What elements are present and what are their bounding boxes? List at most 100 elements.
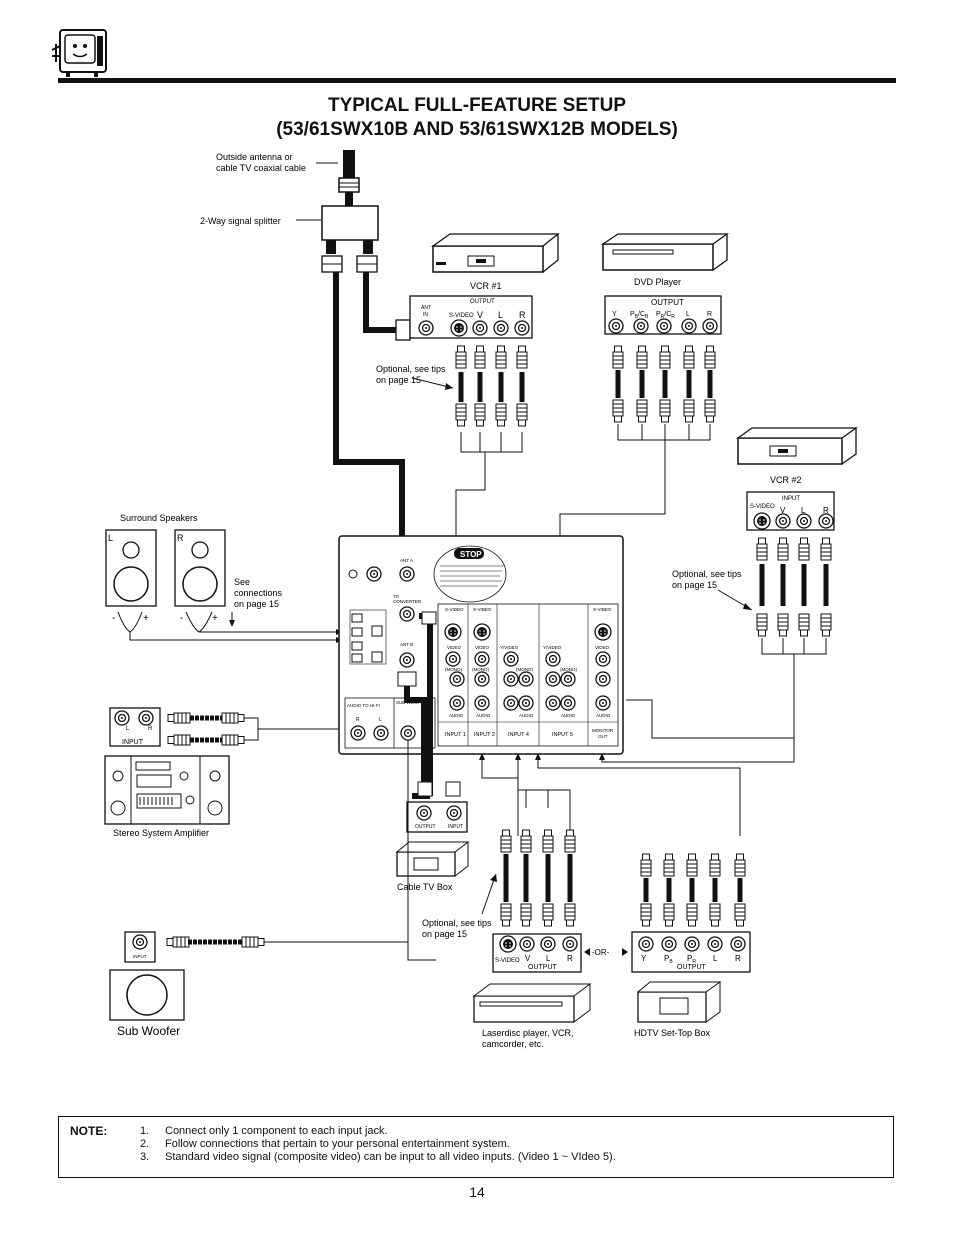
sub-woofer-label: Sub Woofer <box>117 1024 180 1038</box>
svg-text:Laserdisc player, VCR,: Laserdisc player, VCR, <box>482 1028 574 1038</box>
svg-text:Y: Y <box>641 954 647 963</box>
svg-text:Optional, see tips: Optional, see tips <box>376 364 446 374</box>
page-title-line1: TYPICAL FULL-FEATURE SETUP <box>327 95 627 116</box>
svg-text:L: L <box>546 954 551 963</box>
svg-text:OUTPUT: OUTPUT <box>528 964 558 971</box>
svg-text:OUT: OUT <box>598 734 608 739</box>
svg-text:V: V <box>477 310 483 320</box>
svg-text:connections: connections <box>234 588 283 598</box>
svg-text:R: R <box>567 954 573 963</box>
svg-text:S-VIDEO: S-VIDEO <box>750 504 775 510</box>
svg-text:R: R <box>356 717 360 723</box>
svg-text:(MONO): (MONO) <box>560 667 577 672</box>
svg-text:AUDIO TO HI-FI: AUDIO TO HI-FI <box>347 703 380 708</box>
svg-text:+: + <box>212 613 218 624</box>
svg-text:ANT B: ANT B <box>400 642 413 647</box>
svg-text:S-VIDEO: S-VIDEO <box>593 607 612 612</box>
svg-text:-OR-: -OR- <box>592 948 610 957</box>
svg-text:R: R <box>823 506 829 515</box>
svg-text:-: - <box>180 613 183 624</box>
svg-text:cable TV coaxial cable: cable TV coaxial cable <box>216 163 306 173</box>
svg-text:Outside antenna or: Outside antenna or <box>216 152 293 162</box>
note-heading: NOTE: <box>70 1124 108 1138</box>
cable-box-label: Cable TV Box <box>397 882 453 892</box>
svg-text:L: L <box>498 310 503 320</box>
svg-text:L: L <box>126 726 130 732</box>
svg-text:INPUT: INPUT <box>122 739 144 746</box>
svg-text:Y/VIDEO: Y/VIDEO <box>500 645 519 650</box>
svg-text:L: L <box>379 717 382 723</box>
svg-text:on page 15: on page 15 <box>672 580 717 590</box>
svg-text:OUTPUT: OUTPUT <box>415 824 436 830</box>
svg-text:INPUT 2: INPUT 2 <box>474 732 495 738</box>
svg-text:INPUT 1: INPUT 1 <box>445 732 466 738</box>
svg-text:L: L <box>801 506 806 515</box>
svg-text:S-VIDEO: S-VIDEO <box>445 607 464 612</box>
svg-text:R: R <box>177 533 184 543</box>
dvd-label: DVD Player <box>634 277 681 287</box>
surround-label: Surround Speakers <box>120 513 198 523</box>
svg-text:R: R <box>707 311 712 318</box>
svg-text:2-Way signal splitter: 2-Way signal splitter <box>200 216 281 226</box>
svg-text:INPUT: INPUT <box>448 824 463 830</box>
svg-text:ANT A: ANT A <box>400 558 413 563</box>
svg-text:L: L <box>713 954 718 963</box>
svg-text:PR: PR <box>687 954 696 965</box>
svg-text:(MONO): (MONO) <box>516 667 533 672</box>
svg-text:OUTPUT: OUTPUT <box>470 299 495 305</box>
tv-mascot-icon <box>51 29 107 77</box>
svg-text:PB: PB <box>664 954 673 965</box>
note-box <box>58 1116 894 1178</box>
note-list: 1. Connect only 1 component to each inpu… <box>140 1125 616 1164</box>
svg-text:INPUT: INPUT <box>133 954 147 959</box>
svg-text:OUTPUT: OUTPUT <box>677 964 707 971</box>
svg-text:STOP: STOP <box>460 550 482 559</box>
svg-text:R: R <box>148 726 153 732</box>
hdtv-label: HDTV Set-Top Box <box>634 1028 711 1038</box>
svg-text:VIDEO: VIDEO <box>475 645 490 650</box>
vcr1-label: VCR #1 <box>470 281 502 291</box>
svg-text:(MONO): (MONO) <box>472 667 489 672</box>
svg-text:V: V <box>525 954 531 963</box>
vcr2-label: VCR #2 <box>770 475 802 485</box>
svg-text:S-VIDEO: S-VIDEO <box>473 607 492 612</box>
svg-text:S-VIDEO: S-VIDEO <box>495 958 520 964</box>
svg-text:OUTPUT: OUTPUT <box>651 298 684 307</box>
svg-text:V: V <box>780 506 786 515</box>
svg-text:L: L <box>686 311 690 318</box>
svg-text:on page 15: on page 15 <box>376 375 421 385</box>
svg-text:INPUT 5: INPUT 5 <box>552 732 573 738</box>
svg-text:on page 15: on page 15 <box>422 929 467 939</box>
svg-text:INPUT 4: INPUT 4 <box>508 732 529 738</box>
svg-text:MONITOR: MONITOR <box>592 728 614 733</box>
svg-text:PB/CB: PB/CB <box>630 311 649 320</box>
svg-text:TO: TO <box>393 594 400 599</box>
svg-text:ANT: ANT <box>421 305 431 311</box>
svg-text:AUDIO: AUDIO <box>476 713 491 718</box>
svg-text:AUDIO: AUDIO <box>561 713 576 718</box>
svg-text:AUDIO: AUDIO <box>596 713 611 718</box>
svg-text:IN: IN <box>423 312 428 318</box>
note-item: 1. Connect only 1 component to each inpu… <box>140 1125 388 1137</box>
svg-text:camcorder, etc.: camcorder, etc. <box>482 1039 544 1049</box>
svg-text:+: + <box>143 613 149 624</box>
stereo-amp-label: Stereo System Amplifier <box>113 828 209 838</box>
svg-text:-: - <box>112 613 115 624</box>
header-rule <box>58 78 896 83</box>
svg-text:VIDEO: VIDEO <box>595 645 610 650</box>
note-item: 3. Standard video signal (composite vide… <box>140 1151 616 1163</box>
svg-text:R: R <box>519 310 526 320</box>
svg-text:INPUT: INPUT <box>782 496 800 502</box>
page-number: 14 <box>469 1184 485 1200</box>
svg-text:AUDIO: AUDIO <box>449 713 464 718</box>
svg-text:S-VIDEO: S-VIDEO <box>449 313 474 319</box>
svg-text:CONVERTER: CONVERTER <box>393 599 422 604</box>
svg-text:VIDEO: VIDEO <box>447 645 462 650</box>
note-item: 2. Follow connections that pertain to yo… <box>140 1138 510 1150</box>
svg-text:See: See <box>234 577 250 587</box>
svg-text:Optional, see tips: Optional, see tips <box>672 569 742 579</box>
svg-text:Y: Y <box>612 311 617 318</box>
svg-text:PR/CR: PR/CR <box>656 311 675 320</box>
svg-text:Y/VIDEO: Y/VIDEO <box>543 645 562 650</box>
